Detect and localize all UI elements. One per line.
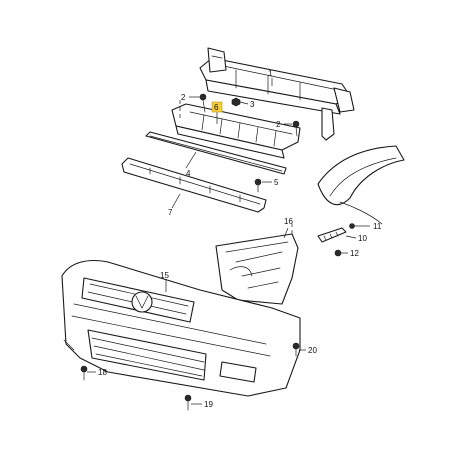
screw-12 <box>334 249 348 257</box>
label-11: 11 <box>373 222 382 231</box>
upper-strip <box>145 131 287 175</box>
label-1: 1 <box>268 69 273 78</box>
label-19: 19 <box>204 400 213 409</box>
clip-11 <box>349 223 370 229</box>
label-7: 7 <box>168 208 173 217</box>
nut-3 <box>231 97 249 107</box>
side-guide-bracket <box>215 224 299 305</box>
front-bumper-cover <box>61 259 301 397</box>
highlight-box-6 <box>211 101 223 113</box>
leader-16 <box>283 227 289 239</box>
label-12: 12 <box>350 249 359 258</box>
label-15: 15 <box>160 271 169 280</box>
label-3: 3 <box>250 100 255 109</box>
leader-7 <box>171 193 181 209</box>
impact-absorber <box>171 100 301 159</box>
screw-19 <box>184 394 202 411</box>
label-4: 4 <box>186 169 191 178</box>
screw-2-lower <box>284 120 300 137</box>
label-2-lower: 2 <box>276 120 281 129</box>
label-20: 20 <box>308 346 317 355</box>
label-6: 6 <box>214 103 219 112</box>
fender-panel <box>317 145 405 225</box>
bracket-10 <box>317 227 357 243</box>
screw-20 <box>292 342 306 357</box>
screw-5 <box>254 178 272 193</box>
label-5: 5 <box>274 178 279 187</box>
label-18: 18 <box>98 368 107 377</box>
leader-4 <box>185 151 197 169</box>
label-10: 10 <box>358 234 367 243</box>
lower-guide-strip <box>121 157 267 213</box>
label-16: 16 <box>284 217 293 226</box>
bumper-carrier-bar <box>199 47 355 141</box>
label-2-upper: 2 <box>181 93 186 102</box>
screw-18 <box>80 365 96 381</box>
screw-2-upper <box>189 93 207 113</box>
